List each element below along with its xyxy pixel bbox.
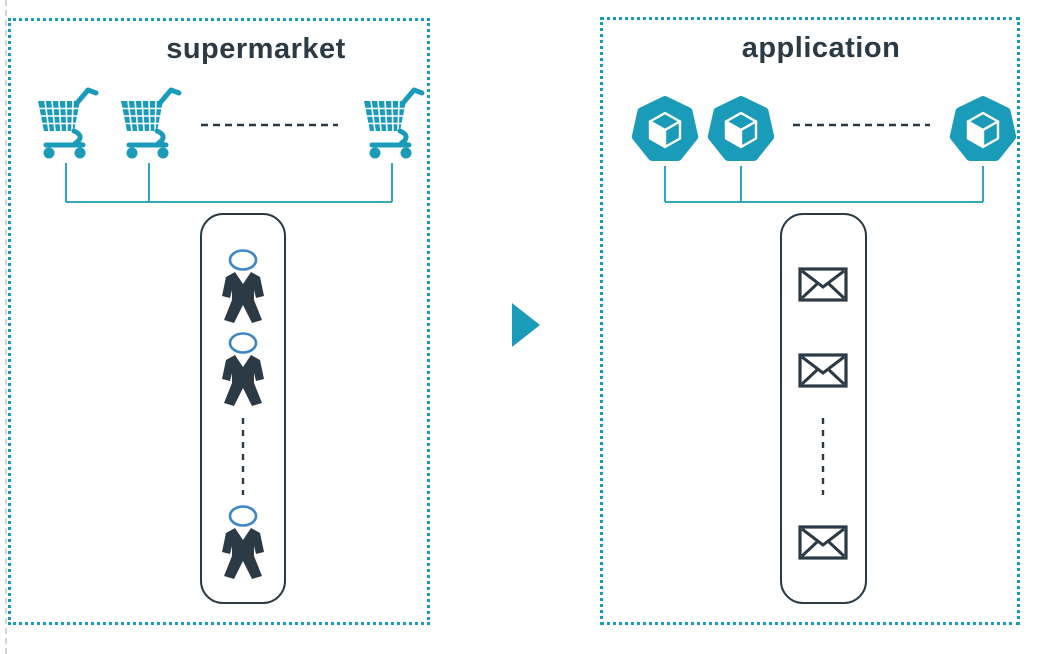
application-panel: application — [600, 17, 1020, 625]
application-panel-title: application — [741, 32, 901, 64]
page-edge-dashed-line — [5, 0, 7, 654]
message-envelope-icon — [798, 267, 848, 302]
shopping-cart-icon — [38, 90, 96, 159]
shopping-cart-icon — [364, 90, 422, 159]
supermarket-panel: supermarket — [8, 18, 430, 625]
message-envelope-icon — [798, 353, 848, 388]
supermarket-panel-title: supermarket — [166, 33, 346, 65]
customer-queue-container — [200, 213, 286, 604]
right-arrow-icon — [512, 303, 540, 347]
package-icon — [954, 100, 1012, 157]
message-envelope-icon — [798, 525, 848, 560]
shopping-cart-icon — [121, 90, 179, 159]
cart-connector-lines — [65, 163, 393, 203]
package-icon — [636, 100, 694, 157]
package-icon — [712, 100, 770, 157]
supermarket-diagram — [11, 21, 427, 604]
message-queue-container — [780, 213, 867, 604]
package-connector-lines — [664, 166, 984, 203]
application-diagram — [603, 20, 1017, 604]
